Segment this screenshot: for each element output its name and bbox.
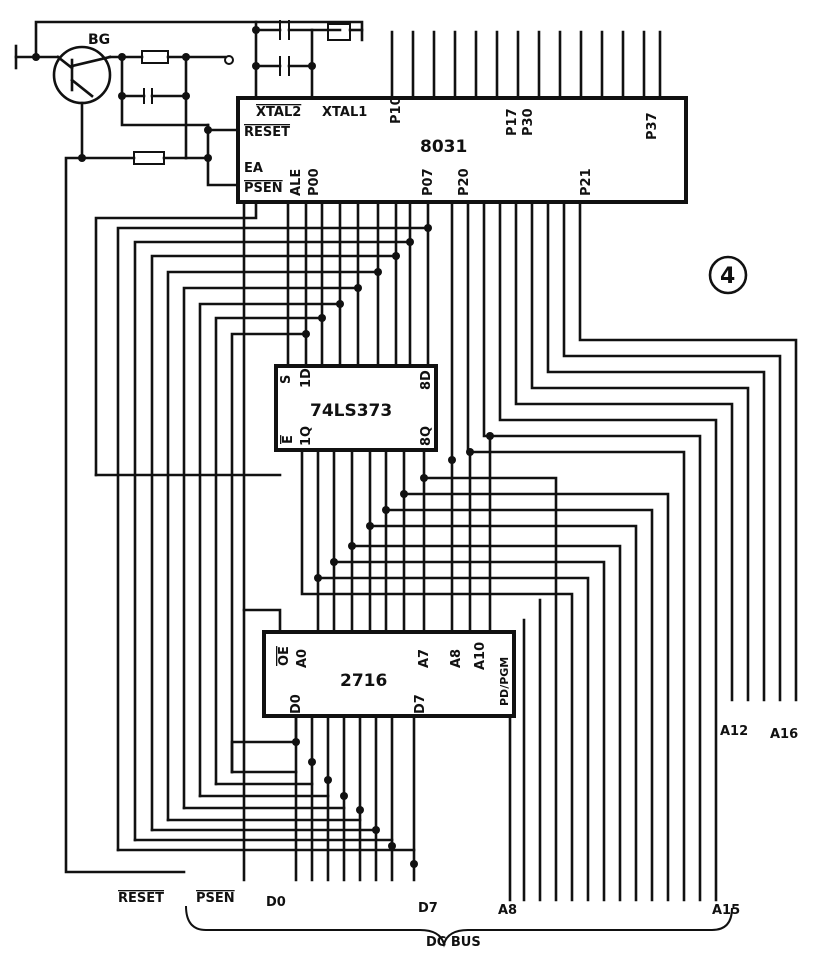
- bus-label-a8: A8: [498, 903, 517, 918]
- latch-pin-1q: 1Q: [299, 426, 314, 446]
- port-lines-top: [390, 30, 662, 100]
- bus-label-reset: RESET: [118, 891, 164, 906]
- transistor-symbol: [52, 45, 112, 105]
- eprom-2716: 2716 OE A0 A7 A8 A10 PD/PGM D0 D7: [262, 630, 516, 718]
- latch-74ls373: 74LS373 S 1D 8D E 1Q 8Q: [274, 364, 438, 452]
- mcu-8031: 8031 XTAL2 XTAL1 P10 P17 P30 P37 RESET E…: [236, 96, 688, 204]
- bus-label-d0: D0: [266, 895, 286, 910]
- eprom-pin-a10: A10: [473, 642, 488, 670]
- latch-pin-1d: 1D: [299, 368, 314, 388]
- eprom-pin-a0: A0: [295, 649, 310, 668]
- eprom-pin-a7: A7: [417, 649, 432, 668]
- eprom-pin-oe: OE: [277, 646, 292, 666]
- mcu-pin-p07: P07: [421, 168, 436, 196]
- eprom-body: [262, 630, 516, 718]
- mcu-pin-p30: P30: [521, 108, 536, 136]
- latch-pin-8q: 8Q: [419, 426, 434, 446]
- mcu-pin-xtal1: XTAL1: [322, 105, 367, 120]
- mcu-pin-xtal2: XTAL2: [256, 105, 301, 120]
- eprom-pin-a8: A8: [449, 649, 464, 668]
- mcu-pin-p20: P20: [457, 168, 472, 196]
- latch-name: 74LS373: [310, 401, 392, 421]
- transistor-label: BG: [88, 32, 110, 48]
- eprom-name: 2716: [340, 671, 387, 691]
- bus-labels: RESET PSEN D0 D7 A8 A15 A12 A16 DC BUS: [118, 724, 798, 950]
- latch-body: [274, 364, 438, 452]
- eprom-pin-d7: D7: [413, 694, 428, 714]
- mcu-pin-p17: P17: [505, 108, 520, 136]
- figure-number-label: 4: [720, 264, 735, 289]
- crystal-icon: [327, 23, 351, 41]
- mcu-pin-ea: EA: [244, 161, 263, 176]
- reset-resistor: [133, 151, 165, 165]
- bus-label-d7: D7: [418, 901, 438, 916]
- mcu-name: 8031: [420, 137, 467, 157]
- resistor: [141, 50, 169, 64]
- latch-pin-8d: 8D: [419, 370, 434, 390]
- mcu-pin-p10: P10: [389, 96, 404, 124]
- bus-wiring: [32, 26, 798, 902]
- mcu-pin-ale: ALE: [289, 169, 304, 196]
- mcu-body: [236, 96, 688, 204]
- mcu-pin-p37: P37: [645, 112, 660, 140]
- latch-pin-s: S: [279, 375, 294, 384]
- mcu-pin-reset: RESET: [244, 125, 290, 140]
- bus-label-a12: A12: [720, 724, 748, 739]
- mcu-pin-p21: P21: [579, 168, 594, 196]
- latch-pin-e: E: [281, 435, 296, 444]
- eprom-pin-pd: PD/PGM: [498, 657, 511, 706]
- terminal-node: [224, 55, 234, 65]
- mcu-pin-p00: P00: [307, 168, 322, 196]
- bus-brace: [185, 905, 733, 948]
- bus-label-a16: A16: [770, 727, 798, 742]
- bus-label-bus: DC BUS: [426, 935, 481, 950]
- bus-label-a15: A15: [712, 903, 740, 918]
- eprom-pin-d0: D0: [289, 694, 304, 714]
- bus-label-psen: PSEN: [196, 891, 235, 906]
- mcu-pin-psen: PSEN: [244, 181, 283, 196]
- figure-number: 4: [708, 255, 748, 295]
